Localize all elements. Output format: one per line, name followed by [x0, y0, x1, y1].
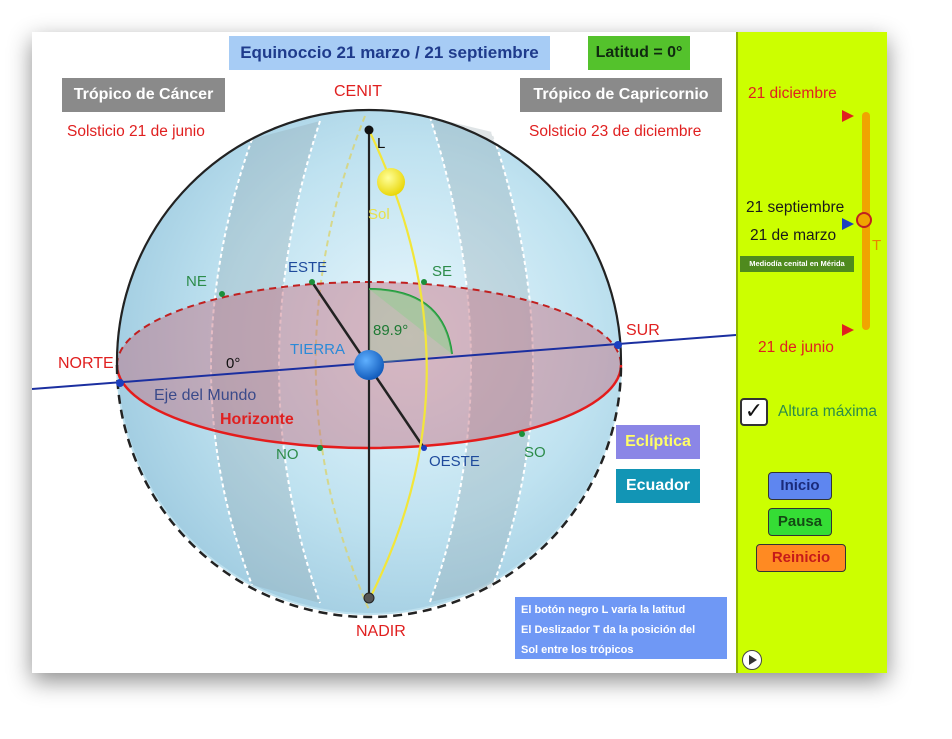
north-label: NORTE	[58, 355, 114, 372]
tropic-band-left	[211, 121, 320, 603]
angle-label: 89.9°	[373, 322, 408, 339]
nw-label: NO	[276, 446, 299, 463]
slider-t-label: T	[872, 237, 882, 254]
meridian-back-line	[368, 108, 623, 366]
june-label: 21 de junio	[758, 339, 834, 356]
ne-label: NE	[186, 273, 207, 290]
play-button[interactable]	[742, 650, 762, 670]
celestial-sphere: CENIT NADIR NORTE SUR ESTE OESTE NE SE N…	[32, 83, 736, 640]
march-label: 21 de marzo	[750, 227, 837, 244]
capricorn-solstice-label: Solsticio 23 de diciembre	[529, 123, 702, 140]
december-arrow-icon	[842, 110, 854, 122]
restart-button[interactable]: Reinicio	[756, 544, 846, 572]
nadir-point	[363, 592, 375, 604]
max-height-checkbox[interactable]: ✓	[740, 398, 768, 426]
equinox-arrow-icon	[842, 218, 854, 230]
capricorn-tropic-label: Trópico de Capricornio	[520, 78, 722, 112]
meridian-back-line	[115, 108, 370, 366]
sw-label: SO	[524, 444, 546, 461]
ecliptic-front-line	[368, 129, 428, 599]
max-height-label: Altura máxima	[778, 403, 878, 420]
east-label: ESTE	[288, 259, 327, 276]
ecliptic-back-line	[314, 115, 371, 613]
info-line: Sol entre los trópicos	[521, 644, 634, 656]
meridian-front-line	[115, 364, 623, 619]
info-note: El botón negro L varía la latitud El Des…	[515, 597, 727, 659]
cancer-solstice-label: Solsticio 21 de junio	[67, 123, 205, 140]
december-label: 21 diciembre	[748, 85, 837, 102]
west-point	[421, 445, 427, 451]
angle-arc-fill	[369, 289, 452, 365]
cancer-tropic-label: Trópico de Cáncer	[62, 78, 225, 112]
world-axis-label: Eje del Mundo	[154, 387, 256, 404]
nw-point	[317, 445, 323, 451]
east-point	[309, 279, 315, 285]
zero-degree-label: 0°	[226, 355, 240, 372]
applet-frame: CENIT NADIR NORTE SUR ESTE OESTE NE SE N…	[32, 32, 887, 673]
tropic-line	[429, 116, 472, 603]
earth-marker	[354, 350, 384, 380]
point-l-handle[interactable]	[364, 125, 374, 135]
info-line: El botón negro L varía la latitud	[521, 604, 686, 616]
info-line: El Deslizador T da la posición del	[521, 624, 696, 636]
south-label: SUR	[626, 322, 660, 339]
ne-point	[219, 291, 225, 297]
south-point	[614, 341, 622, 349]
se-point	[421, 279, 427, 285]
sphere-stage: CENIT NADIR NORTE SUR ESTE OESTE NE SE N…	[32, 32, 736, 673]
sw-point	[519, 431, 525, 437]
point-l-label: L	[377, 135, 385, 152]
june-arrow-icon	[842, 324, 854, 336]
tropic-line	[278, 120, 321, 604]
sun-label: Sol	[368, 206, 390, 223]
ecliptic-legend: Eclíptica	[616, 425, 700, 459]
control-panel: 21 diciembre 21 septiembre 21 de marzo M…	[736, 32, 887, 673]
west-label: OESTE	[429, 453, 480, 470]
date-slider-knob[interactable]	[856, 212, 872, 228]
horizon-label: Horizonte	[220, 411, 294, 428]
midday-badge: Mediodía cenital en Mérida	[740, 256, 854, 272]
tropic-band-right	[430, 117, 533, 602]
start-button[interactable]: Inicio	[768, 472, 832, 500]
earth-label: TIERRA	[290, 341, 345, 358]
tropic-line	[491, 131, 534, 589]
play-icon	[749, 655, 757, 665]
se-label: SE	[432, 263, 452, 280]
page-title: Equinoccio 21 marzo / 21 septiembre	[229, 36, 550, 70]
latitude-badge: Latitud = 0°	[588, 36, 690, 70]
zenith-label: CENIT	[334, 83, 382, 100]
sun-marker[interactable]	[377, 168, 405, 196]
north-point	[116, 379, 124, 387]
september-label: 21 septiembre	[746, 199, 845, 216]
pause-button[interactable]: Pausa	[768, 508, 832, 536]
nadir-label: NADIR	[356, 623, 406, 640]
angle-arc	[368, 288, 453, 355]
equator-legend: Ecuador	[616, 469, 700, 503]
tropic-line	[210, 138, 253, 586]
check-icon: ✓	[744, 398, 764, 423]
